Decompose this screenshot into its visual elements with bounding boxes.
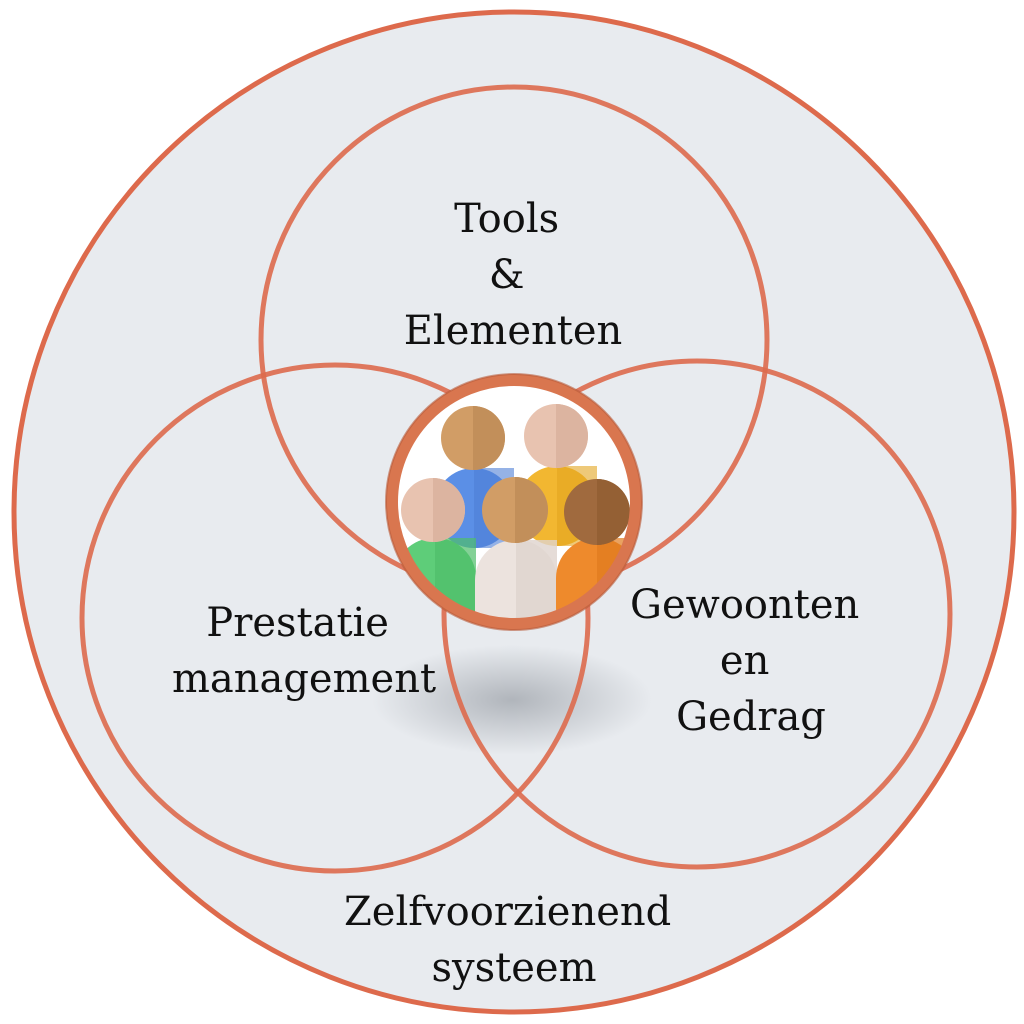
label-tools: Tools & Elementen xyxy=(404,196,623,354)
label-gewoonten: Gewoonten en Gedrag xyxy=(630,582,872,740)
label-tools-line-2: & xyxy=(489,252,525,298)
label-outer-line-1: Zelfvoorzienend xyxy=(344,889,671,935)
label-tools-line-3: Elementen xyxy=(404,308,623,354)
circle-left xyxy=(79,362,591,874)
label-tools-line-1: Tools xyxy=(454,196,559,242)
label-outer-line-2: systeem xyxy=(432,945,597,991)
label-gewoonten-line-2: en xyxy=(720,638,769,684)
label-prestatie-line-2: management xyxy=(172,656,436,702)
center-ring xyxy=(386,374,642,630)
label-outer-system: Zelfvoorzienend systeem xyxy=(344,889,684,991)
label-gewoonten-line-3: Gedrag xyxy=(676,694,826,740)
circle-right xyxy=(441,358,953,870)
people-group-icon xyxy=(385,373,643,631)
label-gewoonten-line-1: Gewoonten xyxy=(630,582,859,628)
label-prestatie: Prestatie management xyxy=(172,600,436,702)
label-prestatie-line-1: Prestatie xyxy=(206,600,389,646)
